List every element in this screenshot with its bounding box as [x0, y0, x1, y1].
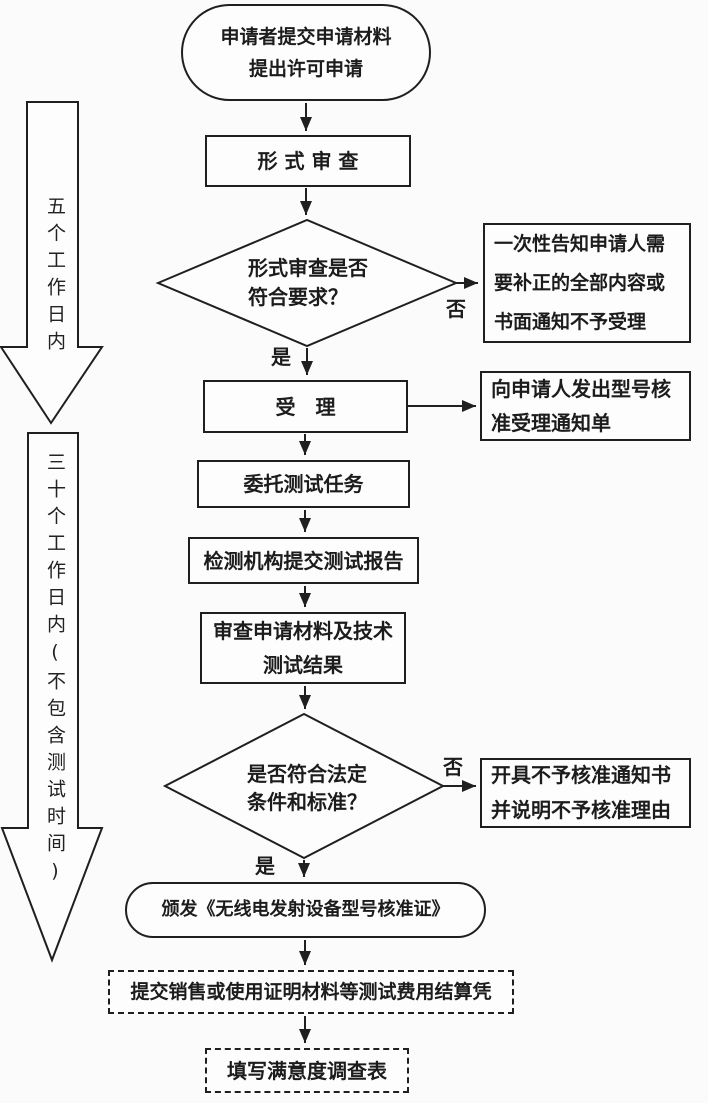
issue-certificate-label: 颁发《无线电发射设备型号核准证》: [161, 899, 450, 920]
notify-correction-line3: 书面通知不予受理: [494, 310, 647, 333]
node-satisfaction-survey: 填写满意度调查表: [205, 1048, 409, 1093]
submit-settlement-label: 提交销售或使用证明材料等测试费用结算凭: [130, 981, 492, 1003]
node-start-line2: 提出许可申请: [248, 57, 363, 80]
node-accept: 受 理: [203, 380, 408, 433]
review-results-line1: 审查申请材料及技术: [213, 619, 393, 643]
node-accept-label: 受 理: [275, 394, 336, 419]
node-start: 申请者提交申请材料 提出许可申请: [181, 4, 431, 101]
acceptance-notice-line1: 向申请人发出型号核: [491, 377, 671, 401]
node-assign-test-label: 委托测试任务: [243, 472, 364, 496]
node-acceptance-notice: 向申请人发出型号核 准受理通知单: [480, 371, 691, 441]
node-formal-review-label: 形 式 审 查: [257, 149, 359, 173]
decision1-yes-label: 是: [271, 345, 291, 369]
timeline-arrow-30-days-shape: [0, 432, 104, 963]
satisfaction-survey-label: 填写满意度调查表: [227, 1058, 387, 1083]
node-formal-review: 形 式 审 查: [205, 135, 411, 187]
decision-legal-line2: 条件和标准？: [247, 790, 367, 814]
node-start-line1: 申请者提交申请材料: [220, 25, 392, 48]
timeline-label-30-days: 三十个工作日内(不包含测试时间): [44, 452, 66, 890]
node-issue-certificate: 颁发《无线电发射设备型号核准证》: [125, 882, 486, 938]
rejection-notice-line1: 开具不予核准通知书: [491, 763, 671, 787]
node-submit-settlement: 提交销售或使用证明材料等测试费用结算凭: [108, 970, 514, 1014]
decision-formal-line1: 形式审查是否: [248, 256, 368, 280]
timeline-arrow-5-days-shape: [0, 101, 104, 425]
rejection-notice-line2: 并说明不予核准理由: [491, 798, 671, 822]
notify-correction-line2: 要补正的全部内容或: [494, 271, 666, 294]
node-review-results: 审查申请材料及技术 测试结果: [200, 612, 406, 684]
notify-correction-line1: 一次性告知申请人需: [494, 232, 666, 255]
decision-formal-line2: 符合要求？: [248, 285, 348, 309]
node-submit-report: 检测机构提交测试报告: [188, 537, 419, 584]
decision-legal-text: 是否符合法定 条件和标准？: [247, 760, 367, 816]
review-results-line2: 测试结果: [263, 653, 343, 677]
acceptance-notice-line2: 准受理通知单: [491, 411, 611, 435]
node-assign-test: 委托测试任务: [197, 460, 410, 508]
decision-formal-text: 形式审查是否 符合要求？: [248, 254, 368, 312]
timeline-label-5-days: 五个工作日内: [44, 196, 66, 358]
decision2-yes-label: 是: [255, 854, 275, 878]
decision1-no-label: 否: [446, 297, 466, 321]
node-rejection-notice: 开具不予核准通知书 并说明不予核准理由: [480, 758, 691, 828]
decision-legal-line1: 是否符合法定: [247, 762, 367, 786]
node-submit-report-label: 检测机构提交测试报告: [203, 548, 404, 573]
decision2-no-label: 否: [443, 755, 463, 779]
node-notify-correction: 一次性告知申请人需 要补正的全部内容或 书面通知不予受理: [483, 223, 691, 343]
